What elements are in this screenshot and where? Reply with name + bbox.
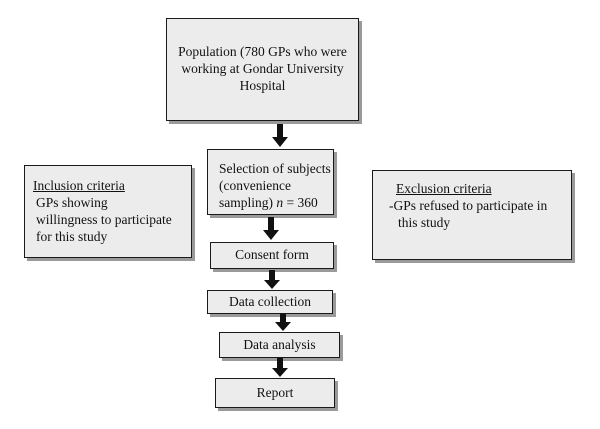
consent-form-label: Consent form: [235, 247, 309, 262]
population-text: Population (780 GPs who were working at …: [166, 43, 359, 94]
consent-form-box: [210, 242, 334, 269]
inclusion-criteria-title: Inclusion criteria: [33, 178, 125, 193]
selection-box: [207, 149, 334, 215]
selection-n-variable: n: [276, 195, 284, 210]
arrow-down-5: [272, 358, 288, 377]
data-collection-label: Data collection: [228, 294, 312, 309]
inclusion-criteria-box: [24, 165, 192, 258]
selection-line-3: sampling) n = 360: [219, 194, 334, 211]
arrow-down-4: [275, 314, 291, 331]
selection-line-2: (convenience: [219, 178, 291, 193]
selection-line-3-prefix: sampling): [219, 195, 277, 210]
population-line-3: Hospital: [239, 78, 286, 93]
arrow-down-2: [263, 217, 279, 240]
population-line-2: working at Gondar University: [181, 61, 344, 76]
inclusion-line-2: willingness to participate: [36, 212, 172, 227]
data-collection-box: [207, 290, 333, 314]
report-label: Report: [256, 385, 294, 400]
selection-line-3-suffix: = 360: [283, 195, 318, 210]
exclusion-criteria-text: Exclusion criteria -GPs refused to parti…: [372, 180, 572, 231]
exclusion-criteria-box: [372, 170, 572, 260]
inclusion-criteria-text: Inclusion criteria GPs showing willingne…: [33, 177, 189, 245]
inclusion-line-1: GPs showing: [36, 195, 108, 210]
arrow-down-3: [264, 270, 280, 289]
data-analysis-label: Data analysis: [243, 337, 316, 352]
exclusion-line-1: -GPs refused to participate in: [389, 198, 548, 213]
data-analysis-box: [219, 332, 340, 358]
exclusion-line-2: this study: [398, 215, 451, 230]
exclusion-criteria-title: Exclusion criteria: [396, 181, 492, 196]
selection-line-1: Selection of subjects: [219, 161, 331, 176]
report-box: [215, 378, 335, 408]
population-box: [166, 18, 359, 121]
population-line-1: Population (780 GPs who were: [178, 44, 347, 59]
inclusion-line-3: for this study: [36, 229, 108, 244]
arrow-down-1: [272, 124, 288, 147]
selection-text: Selection of subjects (convenience sampl…: [219, 160, 334, 211]
